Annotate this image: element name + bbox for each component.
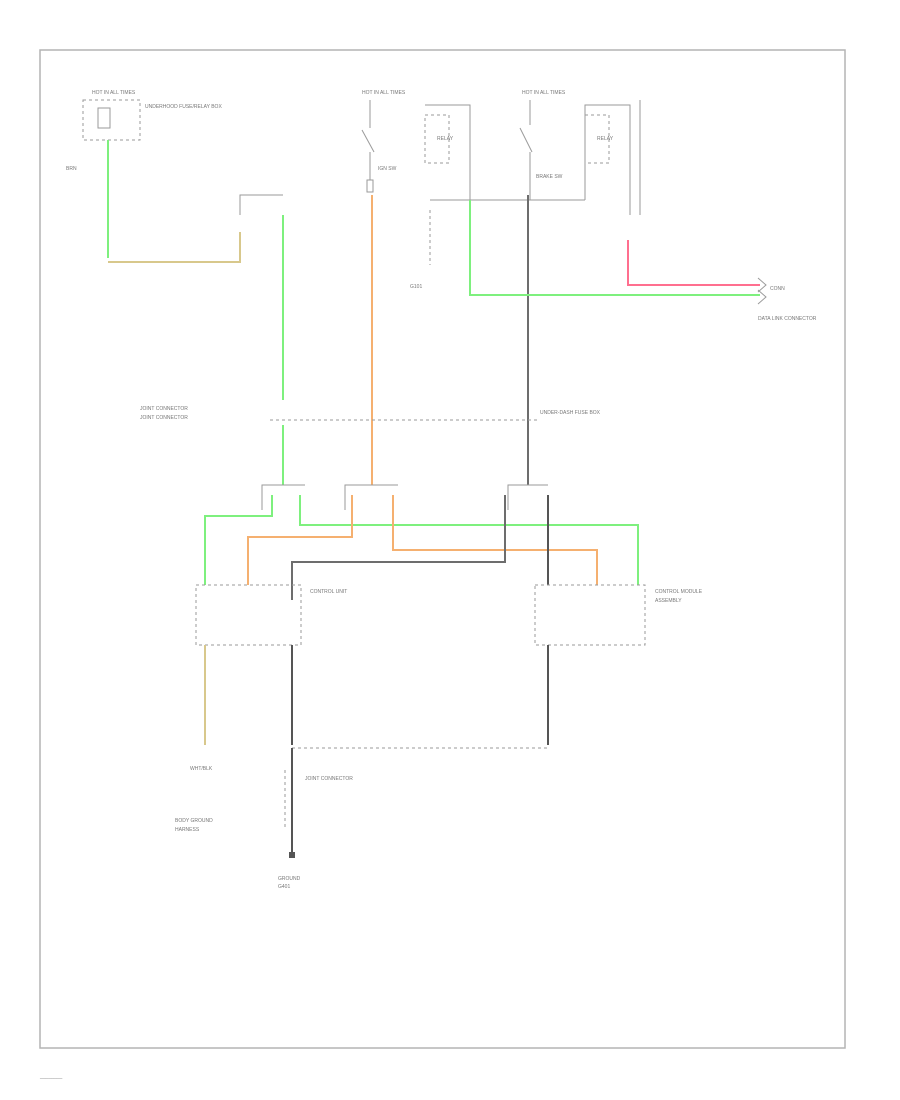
svg-text:GROUND: GROUND — [278, 876, 301, 882]
svg-text:UNDERHOOD FUSE/RELAY BOX: UNDERHOOD FUSE/RELAY BOX — [145, 104, 222, 110]
svg-text:RELAY: RELAY — [437, 136, 454, 142]
svg-text:JOINT CONNECTOR: JOINT CONNECTOR — [140, 415, 188, 421]
module-right: CONTROL MODULE ASSEMBLY — [534, 584, 703, 646]
relay-left: RELAY — [424, 104, 585, 201]
module-left: CONTROL UNIT — [195, 584, 347, 646]
wire-green-cross-long — [299, 495, 639, 585]
svg-text:HARNESS: HARNESS — [175, 827, 200, 833]
connector-block-3 — [507, 484, 548, 510]
svg-text:G401: G401 — [278, 884, 290, 890]
svg-text:CONN: CONN — [770, 286, 785, 292]
svg-text:BRAKE SW: BRAKE SW — [536, 174, 563, 180]
wire-pink-right — [627, 240, 760, 286]
footer-code: ________ — [39, 1074, 62, 1080]
wire-gray-cross — [291, 495, 506, 600]
wire-green-right-horizontal — [469, 200, 760, 296]
svg-text:ASSEMBLY: ASSEMBLY — [655, 598, 682, 604]
svg-text:UNDER-DASH FUSE BOX: UNDER-DASH FUSE BOX — [540, 410, 601, 416]
svg-text:JOINT CONNECTOR: JOINT CONNECTOR — [305, 776, 353, 782]
brake-switch: HOT IN ALL TIMES BRAKE SW — [519, 90, 566, 200]
connector-right: CONN DATA LINK CONNECTOR — [757, 277, 817, 322]
relay-right: RELAY — [584, 100, 641, 215]
ground-label-1: G101 — [410, 284, 422, 290]
svg-text:IGN SW: IGN SW — [378, 166, 397, 172]
svg-text:CONTROL UNIT: CONTROL UNIT — [310, 589, 347, 595]
wire-olive-topleft — [108, 232, 241, 263]
diagram-frame — [39, 49, 846, 1049]
wire-orange-right-branch — [392, 495, 598, 585]
ignition-switch: HOT IN ALL TIMES IGN SW — [361, 90, 406, 193]
svg-text:BRN: BRN — [66, 166, 77, 172]
junction-row: JOINT CONNECTOR JOINT CONNECTOR UNDER-DA… — [140, 406, 601, 421]
svg-text:DATA LINK CONNECTOR: DATA LINK CONNECTOR — [758, 316, 817, 322]
ground-symbol: GROUND G401 — [278, 852, 301, 890]
fuse-box-top-left: HOT IN ALL TIMES UNDERHOOD FUSE/RELAY BO… — [66, 90, 222, 172]
svg-text:BODY GROUND: BODY GROUND — [175, 818, 213, 824]
wire-green-left-branch — [204, 495, 273, 585]
connector-block-2 — [344, 484, 398, 510]
connector-top-left — [239, 194, 283, 215]
svg-text:HOT IN ALL TIMES: HOT IN ALL TIMES — [92, 90, 136, 96]
svg-text:HOT IN ALL TIMES: HOT IN ALL TIMES — [362, 90, 406, 96]
svg-text:HOT IN ALL TIMES: HOT IN ALL TIMES — [522, 90, 566, 96]
bottom-junction: JOINT CONNECTOR — [284, 770, 353, 830]
wire-orange-left-branch — [247, 495, 353, 585]
svg-text:CONTROL MODULE: CONTROL MODULE — [655, 589, 703, 595]
bottom-left-note: BODY GROUND HARNESS WHT/BLK — [175, 766, 213, 833]
svg-text:RELAY: RELAY — [597, 136, 614, 142]
connector-block-1 — [261, 484, 305, 510]
svg-text:WHT/BLK: WHT/BLK — [190, 766, 213, 772]
svg-text:JOINT CONNECTOR: JOINT CONNECTOR — [140, 406, 188, 412]
